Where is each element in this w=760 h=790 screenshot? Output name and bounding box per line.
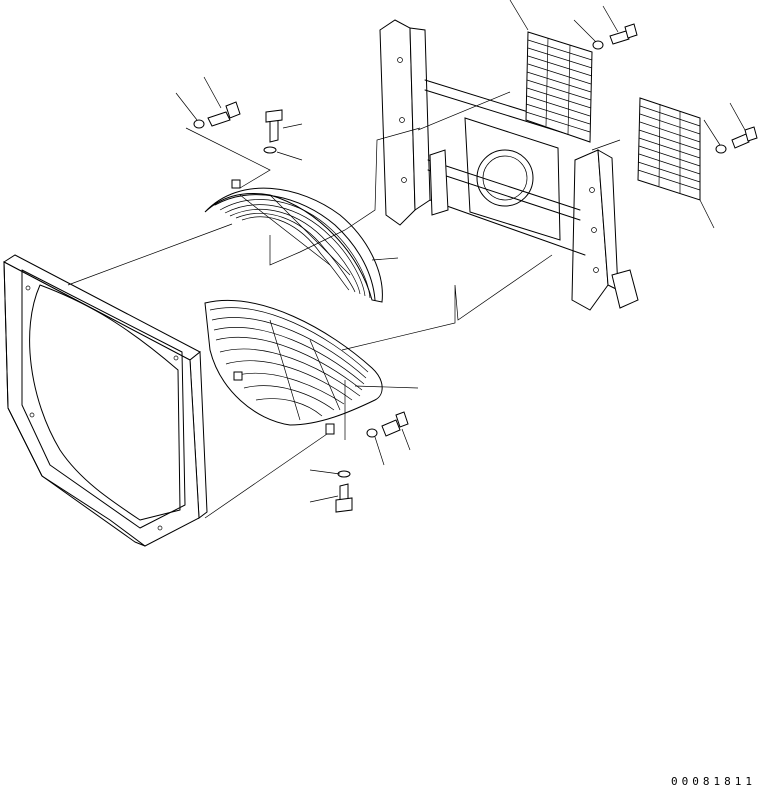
right-grille-screen xyxy=(637,97,701,201)
left-grille-screen xyxy=(525,31,593,143)
lower-fan-guard xyxy=(204,300,383,435)
upper-fan-guard xyxy=(204,179,383,303)
callout-leaders xyxy=(175,0,746,503)
radiator-frame xyxy=(379,19,639,311)
assembly-lines xyxy=(67,91,621,519)
fan-shroud xyxy=(3,254,208,547)
washer xyxy=(193,40,727,478)
document-number: 00081811 xyxy=(671,775,756,788)
bolt xyxy=(207,23,758,513)
